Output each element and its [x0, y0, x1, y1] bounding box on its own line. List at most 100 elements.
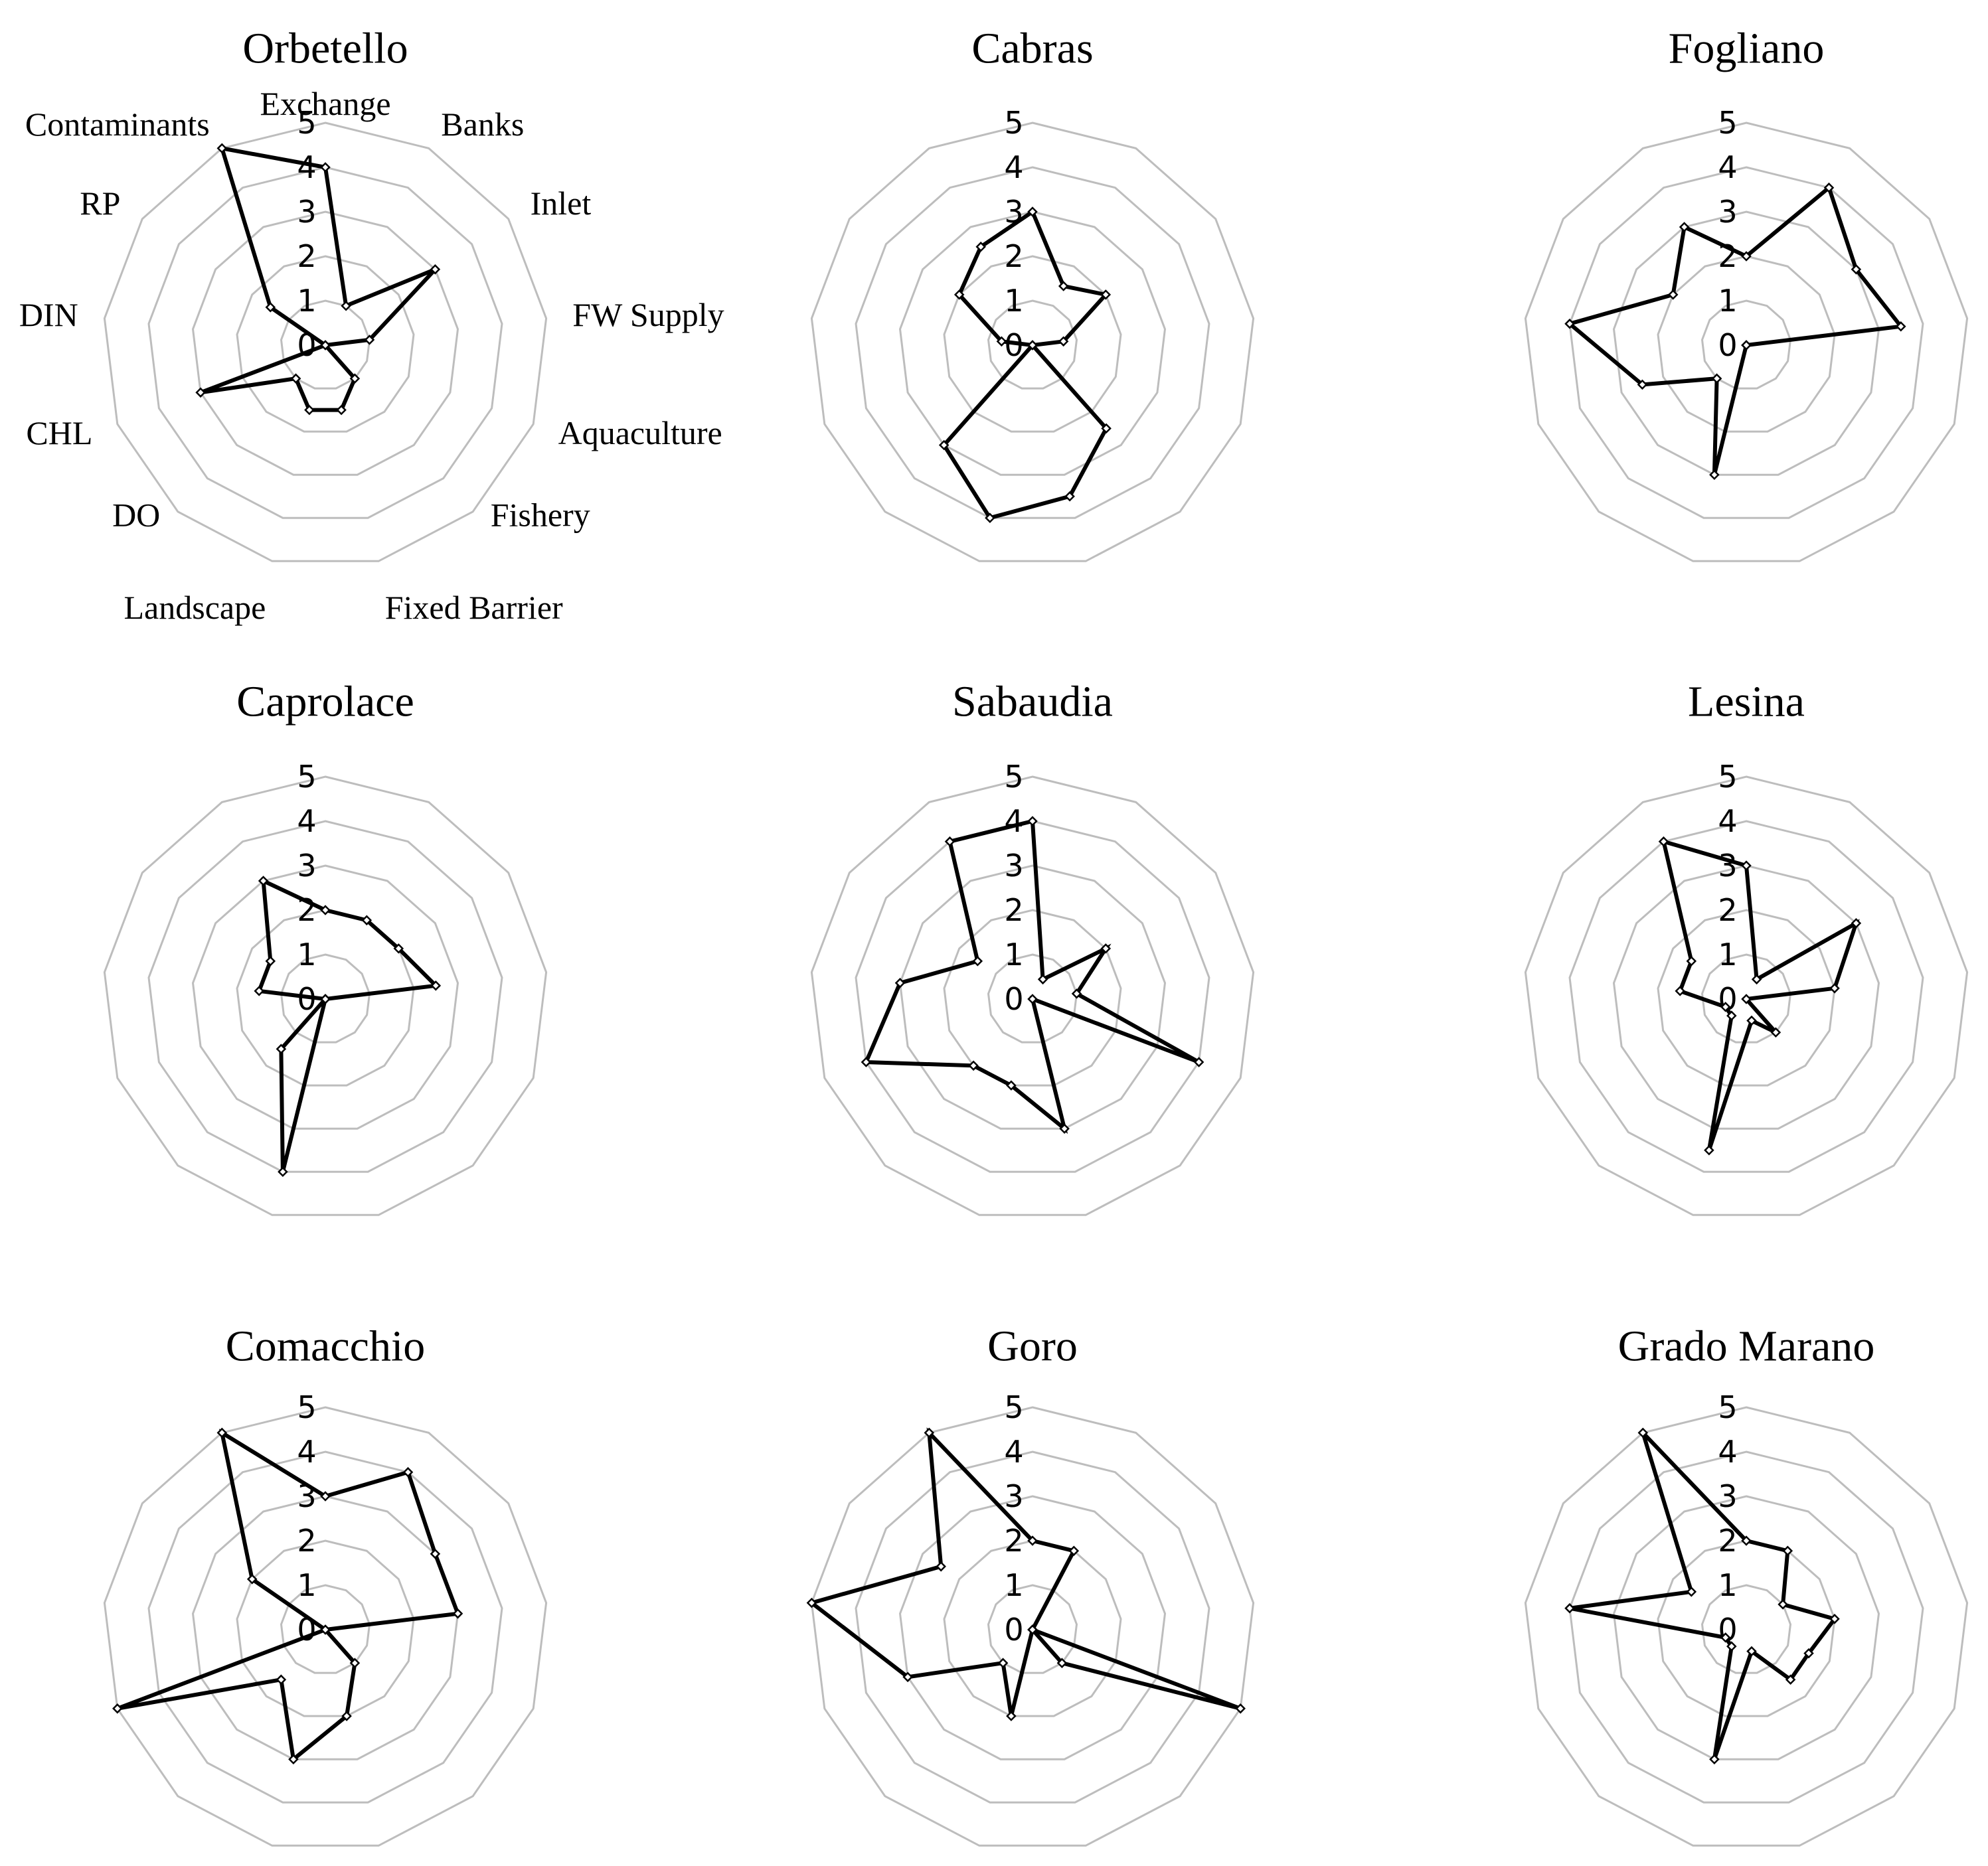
grid-ring-4 — [1568, 1450, 1924, 1804]
axis-label-aquaculture: Aquaculture — [558, 414, 722, 451]
data-point-din — [1564, 1602, 1575, 1614]
data-point-fixed-barrier — [1741, 340, 1752, 350]
data-point-inlet — [1100, 289, 1112, 300]
axis-label-contaminants: Contaminants — [25, 106, 210, 143]
chart-title: Orbetello — [242, 24, 408, 72]
data-point-exchange — [1027, 816, 1038, 826]
data-point-fw-supply — [452, 1608, 463, 1619]
series-line — [941, 208, 1110, 520]
data-point-exchange — [320, 162, 331, 173]
data-point-aquaculture — [1193, 1057, 1204, 1067]
axis-label-do: DO — [112, 497, 160, 534]
data-point-din — [1564, 318, 1575, 329]
tick-label: 1 — [297, 937, 316, 972]
grid-ring-4 — [147, 166, 503, 519]
data-point-do — [276, 1044, 287, 1054]
chart-title: Cabras — [971, 24, 1093, 72]
data-point-exchange — [1741, 860, 1752, 871]
grid-ring-4 — [855, 1450, 1210, 1804]
grid-ring-5 — [103, 121, 548, 562]
data-point-contaminants — [975, 241, 986, 252]
data-point-banks — [402, 1466, 414, 1478]
series-line — [200, 145, 437, 412]
grid-ring-2 — [236, 909, 415, 1087]
grid-ring-2 — [1657, 1539, 1836, 1717]
data-point-exchange — [1741, 1535, 1752, 1546]
data-point-exchange — [320, 1491, 331, 1502]
grid-ring-2 — [943, 255, 1122, 433]
grid-ring-5 — [1524, 775, 1969, 1216]
axis-label-fixed-barrier: Fixed Barrier — [385, 589, 563, 626]
data-point-din — [320, 340, 331, 350]
data-point-aquaculture — [1235, 1703, 1246, 1714]
grid-ring-3 — [898, 210, 1167, 476]
series-line — [116, 1429, 461, 1763]
tick-label: 4 — [1718, 1434, 1737, 1470]
data-point-din — [806, 1597, 817, 1608]
data-point-do — [290, 373, 301, 384]
data-point-exchange — [1027, 1535, 1038, 1546]
tick-label: 0 — [1004, 981, 1023, 1017]
tick-label: 4 — [1004, 149, 1023, 185]
tick-label: 4 — [297, 803, 316, 839]
tick-label: 2 — [1004, 892, 1023, 928]
data-point-exchange — [1027, 206, 1038, 217]
data-point-din — [254, 986, 264, 996]
data-point-rp — [953, 289, 965, 300]
axis-label-rp: RP — [80, 185, 120, 222]
data-point-do — [276, 1674, 287, 1685]
data-point-din — [320, 1624, 331, 1635]
data-point-chl — [1720, 1002, 1731, 1012]
data-point-fishery — [1101, 423, 1112, 434]
tick-label: 4 — [297, 149, 316, 185]
grid-ring-2 — [943, 909, 1122, 1087]
grid-ring-1 — [1700, 299, 1792, 390]
grid-ring-5 — [1524, 1406, 1969, 1847]
data-point-fixed-barrier — [1064, 491, 1075, 502]
grid-ring-2 — [236, 1539, 415, 1717]
data-point-landscape — [278, 1166, 288, 1177]
data-point-contaminants — [216, 143, 228, 154]
axis-label-chl: CHL — [26, 414, 92, 451]
axis-label-exchange: Exchange — [260, 85, 390, 122]
tick-label: 5 — [1718, 759, 1737, 795]
data-point-chl — [112, 1703, 123, 1714]
tick-label: 2 — [297, 1523, 316, 1559]
tick-label: 4 — [1004, 803, 1023, 839]
tick-label: 3 — [1004, 848, 1023, 884]
data-point-contaminants — [1679, 222, 1690, 232]
data-point-chl — [1637, 379, 1648, 390]
data-point-inlet — [1778, 1599, 1788, 1610]
series-line — [1661, 838, 1860, 1151]
data-point-rp — [1686, 1587, 1697, 1597]
tick-label: 2 — [1718, 892, 1737, 928]
chart-title: Fogliano — [1669, 24, 1825, 72]
data-point-fw-supply — [1058, 336, 1069, 347]
data-point-inlet — [1851, 264, 1862, 275]
data-point-din — [1675, 986, 1685, 996]
data-point-fw-supply — [1896, 321, 1906, 332]
data-point-landscape — [1709, 469, 1720, 480]
grid-ring-4 — [147, 1450, 503, 1804]
data-point-fw-supply — [1071, 988, 1082, 999]
series-line — [256, 878, 440, 1172]
data-point-aquaculture — [1741, 994, 1752, 1004]
tick-label: 1 — [1004, 283, 1023, 319]
data-point-landscape — [985, 512, 995, 523]
data-point-rp — [1686, 956, 1697, 967]
data-point-chl — [902, 1672, 913, 1683]
chart-title: Caprolace — [236, 677, 414, 726]
data-point-fishery — [1027, 994, 1038, 1004]
chart-title: Comacchio — [226, 1322, 426, 1370]
data-point-landscape — [304, 404, 315, 416]
data-point-banks — [1058, 281, 1069, 291]
grid-ring-5 — [810, 121, 1255, 562]
grid-ring-3 — [1612, 1495, 1880, 1760]
tick-label: 3 — [297, 194, 316, 230]
tick-label: 0 — [1004, 1612, 1023, 1648]
data-point-landscape — [1006, 1080, 1017, 1091]
grid-ring-1 — [987, 1584, 1078, 1674]
